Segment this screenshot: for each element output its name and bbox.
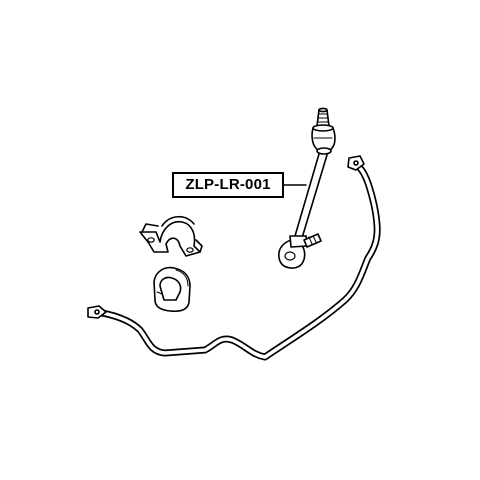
bar-end-right (347, 155, 365, 171)
bushing-bracket (139, 215, 203, 257)
stabilizer-link (278, 107, 336, 269)
bar-end-left (87, 305, 107, 319)
stabilizer-bar (93, 158, 381, 361)
part-number-label: ZLP-LR-001 (172, 172, 284, 198)
rubber-bushing (153, 266, 191, 313)
